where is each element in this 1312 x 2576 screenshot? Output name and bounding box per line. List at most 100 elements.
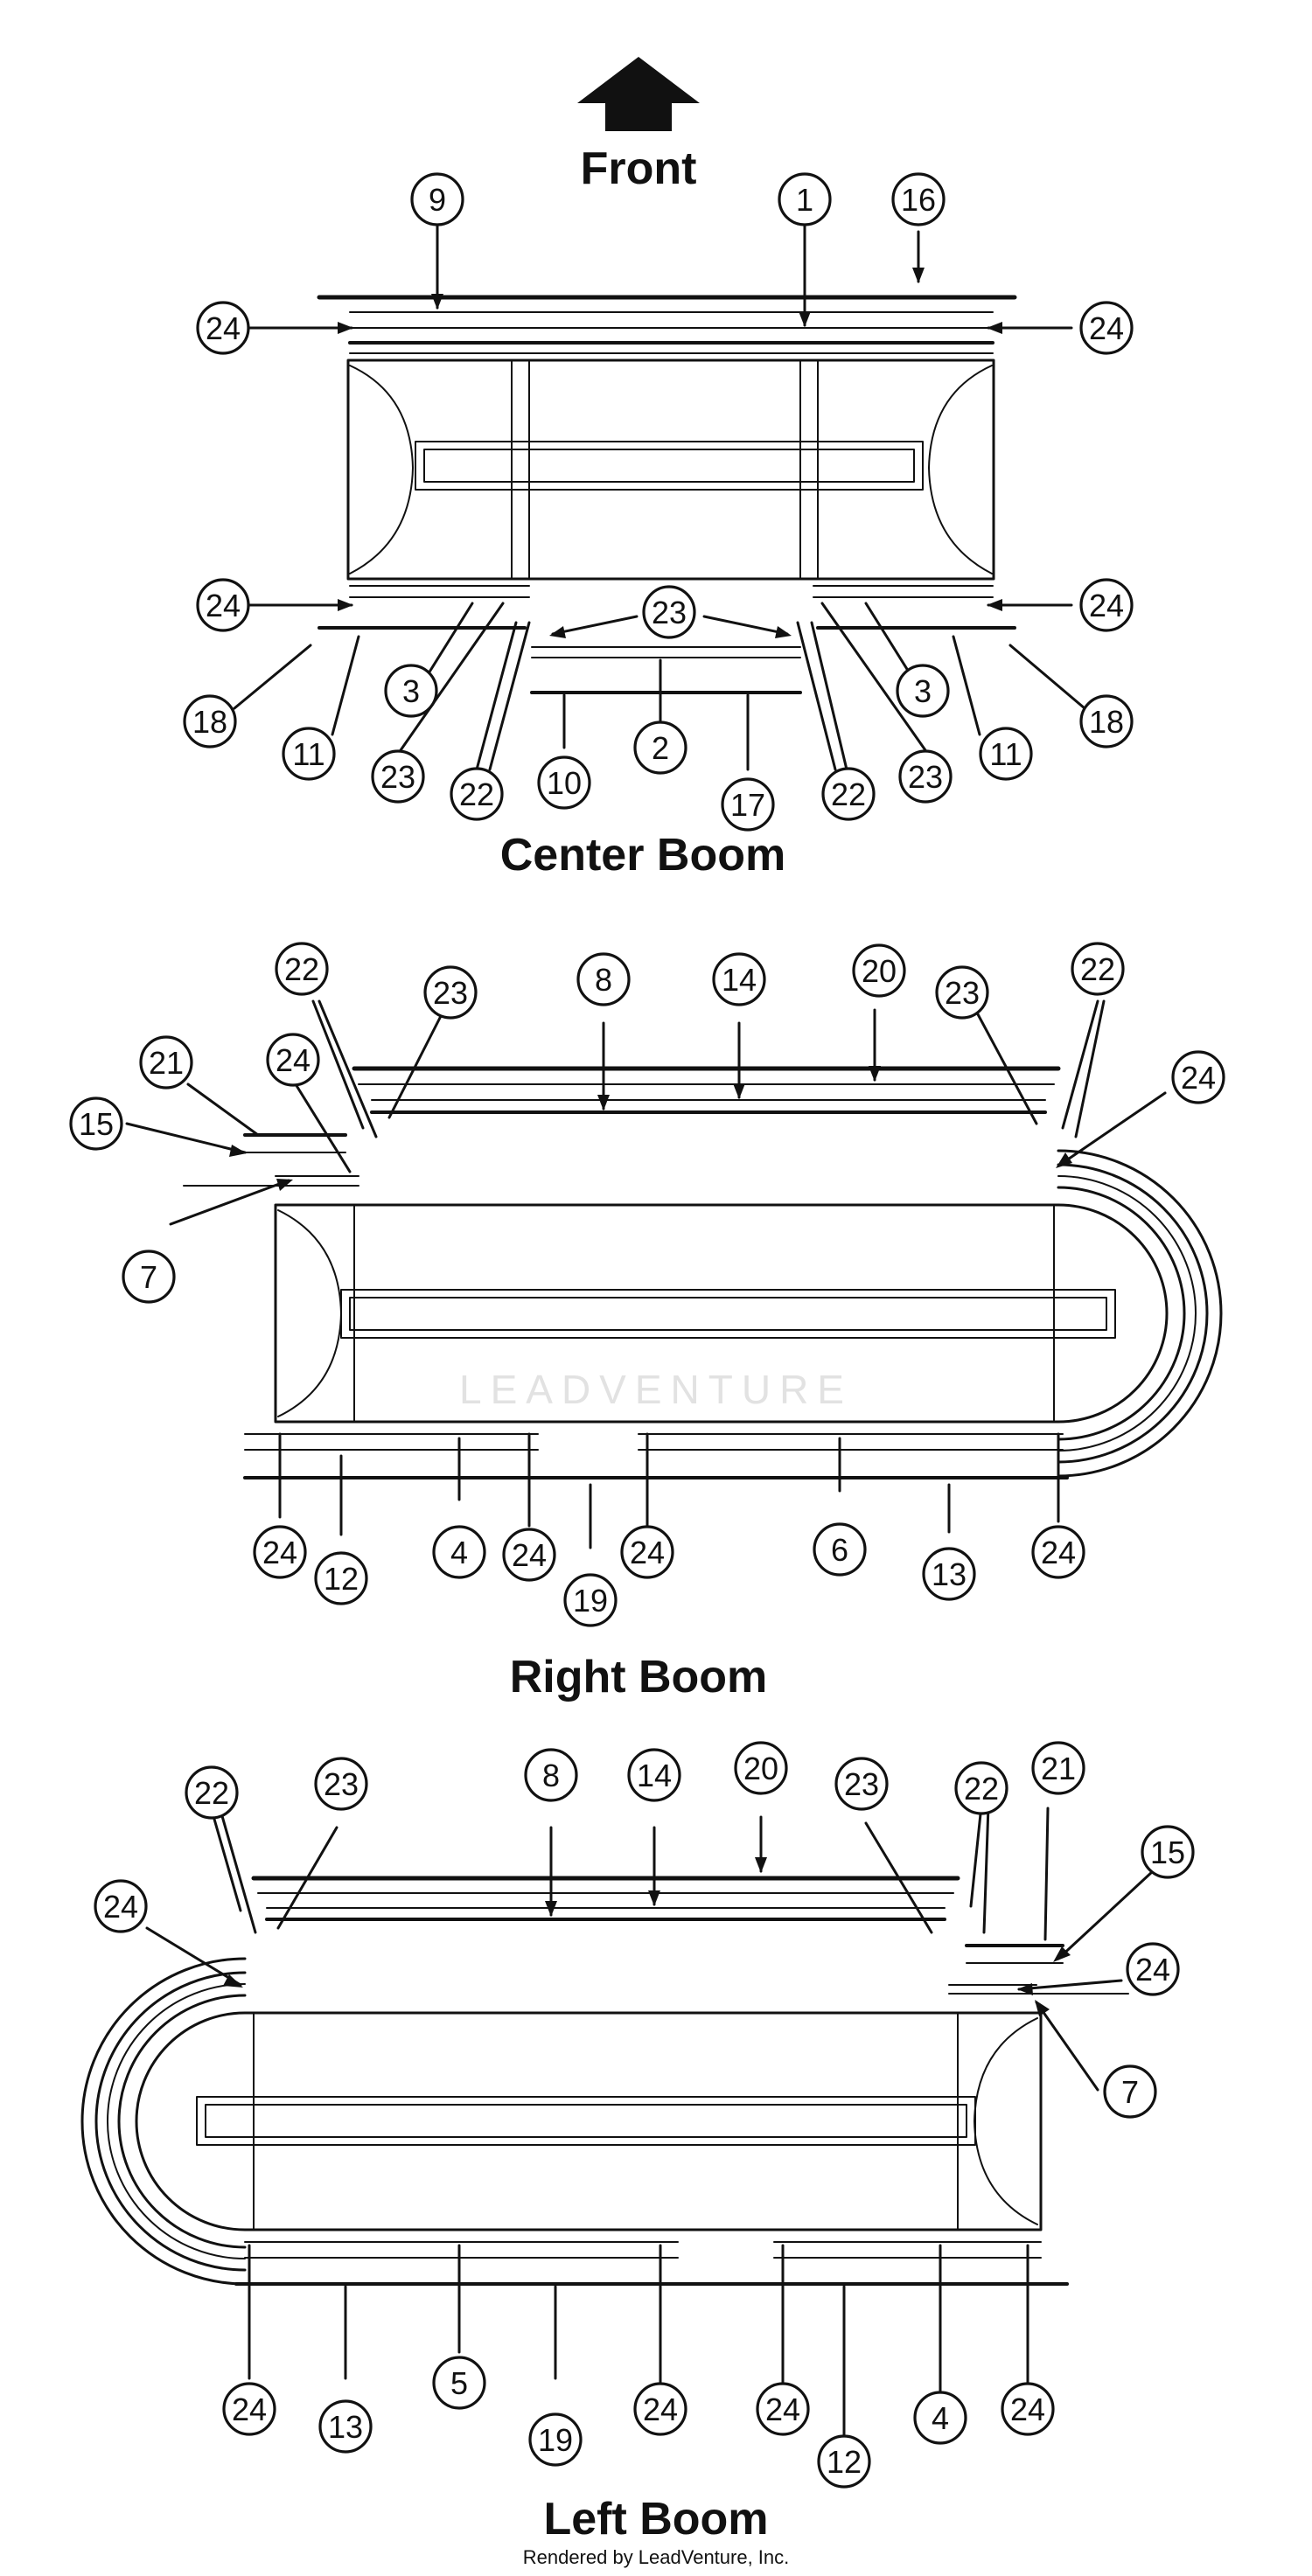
callout-number: 3	[914, 673, 932, 709]
callout-circle	[627, 1748, 681, 1802]
callout-left-14: 14	[627, 1748, 681, 1802]
callout-left-20: 20	[734, 1741, 788, 1795]
callout-number: 24	[206, 310, 241, 346]
callout-number: 24	[1010, 2392, 1045, 2427]
callout-circle	[935, 965, 989, 1020]
front-label: Front	[581, 143, 697, 194]
callout-number: 21	[149, 1045, 184, 1081]
callout-number: 22	[1080, 951, 1115, 987]
callout-circle	[185, 1765, 239, 1820]
callout-center-18: 18	[183, 694, 237, 748]
callout-center-24: 24	[1079, 301, 1134, 355]
callout-number: 7	[140, 1259, 157, 1295]
callout-number: 15	[1150, 1835, 1185, 1870]
callout-circle	[432, 1525, 486, 1579]
callout-number: 24	[1181, 1060, 1216, 1096]
callout-circle	[1001, 2382, 1055, 2436]
callout-circle	[954, 1761, 1008, 1815]
callout-circle	[502, 1528, 556, 1582]
callout-right-6: 6	[813, 1522, 867, 1577]
callout-right-23: 23	[423, 965, 478, 1020]
callout-right-24: 24	[266, 1033, 320, 1087]
callout-circle	[922, 1547, 976, 1601]
callout-circle	[712, 952, 766, 1006]
callout-circle	[576, 952, 631, 1006]
callout-number: 12	[324, 1561, 359, 1597]
callout-number: 11	[989, 736, 1022, 772]
callout-circle	[642, 585, 696, 639]
callout-center-24: 24	[196, 301, 250, 355]
callout-number: 23	[380, 759, 415, 795]
callout-circle	[282, 727, 336, 781]
callout-left-24: 24	[1001, 2382, 1055, 2436]
callout-circle	[450, 767, 504, 821]
right-boom-leaders	[125, 999, 1167, 1549]
callout-left-12: 12	[817, 2434, 871, 2489]
callout-circle	[253, 1525, 307, 1579]
callout-number: 5	[450, 2365, 468, 2401]
callout-circle	[633, 721, 687, 775]
callout-number: 24	[1089, 310, 1124, 346]
callout-number: 7	[1121, 2074, 1139, 2110]
callout-number: 23	[433, 975, 468, 1011]
callout-center-2: 2	[633, 721, 687, 775]
callout-number: 24	[630, 1535, 665, 1570]
callout-number: 14	[637, 1758, 672, 1793]
callout-left-15: 15	[1141, 1825, 1195, 1879]
callout-circle	[314, 1551, 368, 1605]
callout-number: 23	[908, 759, 943, 795]
callout-center-22: 22	[821, 767, 876, 821]
callout-number: 1	[796, 182, 813, 218]
callout-circle	[1031, 1741, 1085, 1795]
callout-circle	[222, 2382, 276, 2436]
callout-circle	[891, 172, 946, 226]
callout-center-11: 11	[282, 727, 336, 781]
callout-number: 14	[722, 962, 757, 998]
callout-number: 8	[542, 1758, 560, 1793]
callout-right-24: 24	[1031, 1525, 1085, 1579]
right-boom-drawing	[183, 1066, 1223, 1479]
callout-number: 24	[643, 2392, 678, 2427]
callout-number: 10	[547, 765, 582, 801]
callout-circle	[384, 664, 438, 718]
callout-circle	[432, 2356, 486, 2410]
callout-circle	[1103, 2064, 1157, 2119]
callout-circle	[756, 2382, 810, 2436]
callout-circle	[1079, 694, 1134, 748]
callout-left-24: 24	[222, 2382, 276, 2436]
callout-number: 17	[730, 787, 765, 823]
callout-number: 22	[964, 1771, 999, 1807]
callout-right-15: 15	[69, 1097, 123, 1151]
callout-circle	[1079, 301, 1134, 355]
callout-center-22: 22	[450, 767, 504, 821]
callout-circle	[371, 749, 425, 804]
left-boom-leaders	[145, 1804, 1155, 2441]
callout-left-21: 21	[1031, 1741, 1085, 1795]
callout-circle	[139, 1035, 193, 1090]
callout-circle	[852, 943, 906, 998]
callout-circle	[898, 749, 953, 804]
callout-circle	[633, 2382, 687, 2436]
callout-number: 22	[459, 776, 494, 812]
center-boom-leaders	[233, 221, 1086, 771]
callout-right-24: 24	[502, 1528, 556, 1582]
callout-circle	[318, 2399, 373, 2454]
callout-number: 22	[284, 951, 319, 987]
callout-right-24: 24	[253, 1525, 307, 1579]
callout-number: 23	[324, 1766, 359, 1802]
callout-circle	[734, 1741, 788, 1795]
callout-circle	[1079, 578, 1134, 632]
callout-center-23: 23	[898, 749, 953, 804]
callout-number: 16	[901, 182, 936, 218]
callout-circle	[813, 1522, 867, 1577]
left-boom-title: Left Boom	[543, 2494, 768, 2545]
callout-number: 24	[1089, 588, 1124, 623]
callout-number: 22	[831, 776, 866, 812]
callout-left-4: 4	[913, 2391, 967, 2445]
callout-number: 13	[932, 1556, 967, 1592]
callout-center-24: 24	[1079, 578, 1134, 632]
callout-left-24: 24	[633, 2382, 687, 2436]
callout-center-11: 11	[979, 727, 1033, 781]
